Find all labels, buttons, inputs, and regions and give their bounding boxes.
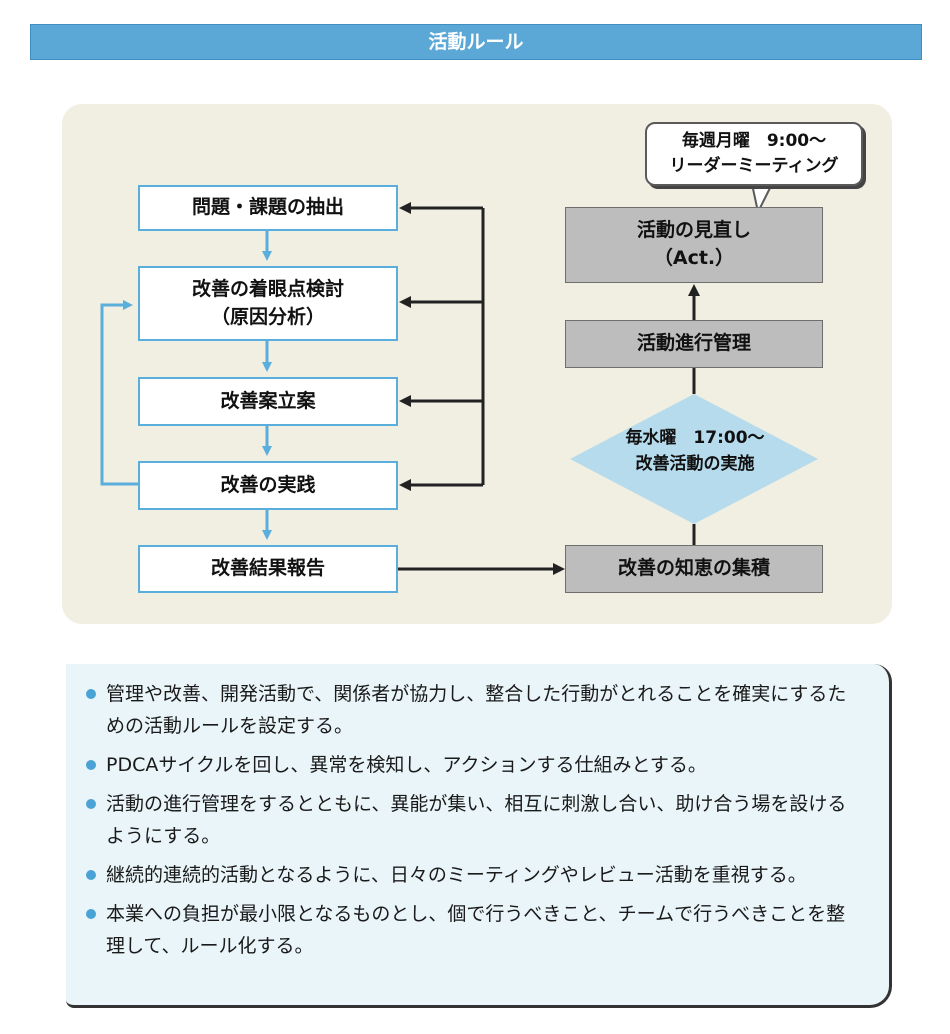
flow-box-line: （Act.） bbox=[653, 247, 735, 269]
flow-box-activity-review: 活動の見直し （Act.） bbox=[565, 207, 823, 283]
flow-box-implementation: 改善の実践 bbox=[138, 461, 398, 510]
notes-panel: 管理や改善、開発活動で、関係者が協力し、整合した行動がとれることを確実にするため… bbox=[66, 664, 892, 1008]
flow-box-line: 改善の実践 bbox=[220, 473, 316, 496]
note-item: 管理や改善、開発活動で、関係者が協力し、整合した行動がとれることを確実にするため… bbox=[86, 678, 861, 742]
flow-box-line: （原因分析） bbox=[210, 305, 325, 328]
flow-box-line: 改善の着眼点検討 bbox=[191, 277, 344, 300]
note-item: PDCAサイクルを回し、異常を検知し、アクションする仕組みとする。 bbox=[86, 749, 861, 781]
note-item: 活動の進行管理をするとともに、異能が集い、相互に刺激し合い、助け合う場を設けるよ… bbox=[86, 788, 861, 852]
flow-box-line: 改善の知恵の集積 bbox=[617, 557, 770, 580]
note-text: PDCAサイクルを回し、異常を検知し、アクションする仕組みとする。 bbox=[106, 754, 707, 776]
flow-box-knowledge-accumulation: 改善の知恵の集積 bbox=[565, 545, 823, 593]
flow-box-result-report: 改善結果報告 bbox=[138, 545, 398, 593]
flow-box-line: 問題・課題の抽出 bbox=[191, 196, 344, 219]
note-text: 活動の進行管理をするとともに、異能が集い、相互に刺激し合い、助け合う場を設けるよ… bbox=[106, 793, 847, 847]
diamond-label: 毎水曜 17:00〜 改善活動の実施 bbox=[570, 426, 820, 477]
flow-box-improvement-plan: 改善案立案 bbox=[138, 377, 398, 426]
flow-box-progress-management: 活動進行管理 bbox=[565, 320, 823, 368]
callout-line: 毎週月曜 9:00〜 bbox=[681, 130, 827, 151]
bullet-icon bbox=[86, 760, 96, 770]
flow-box-cause-analysis: 改善の着眼点検討 （原因分析） bbox=[138, 266, 398, 341]
flow-box-problem-extraction: 問題・課題の抽出 bbox=[138, 185, 398, 231]
meeting-callout: 毎週月曜 9:00〜 リーダーミーティング bbox=[645, 122, 863, 186]
title-bar: 活動ルール bbox=[30, 24, 922, 60]
flow-box-line: 活動進行管理 bbox=[636, 332, 751, 355]
bullet-icon bbox=[86, 870, 96, 880]
flow-box-line: 活動の見直し bbox=[636, 219, 751, 242]
note-text: 本業への負担が最小限となるものとし、個で行うべきこと、チームで行うべきことを整理… bbox=[106, 903, 846, 957]
note-item: 継続的連続的活動となるように、日々のミーティングやレビュー活動を重視する。 bbox=[86, 859, 861, 891]
bullet-icon bbox=[86, 689, 96, 699]
notes-list: 管理や改善、開発活動で、関係者が協力し、整合した行動がとれることを確実にするため… bbox=[86, 678, 861, 962]
loop-back-line bbox=[100, 300, 138, 486]
diamond-line: 改善活動の実施 bbox=[635, 453, 755, 474]
diamond-line: 毎水曜 17:00〜 bbox=[625, 428, 765, 448]
note-text: 継続的連続的活動となるように、日々のミーティングやレビュー活動を重視する。 bbox=[106, 864, 807, 886]
flow-box-line: 改善案立案 bbox=[220, 389, 316, 412]
note-text: 管理や改善、開発活動で、関係者が協力し、整合した行動がとれることを確実にするため… bbox=[106, 683, 847, 737]
flow-box-line: 改善結果報告 bbox=[210, 557, 325, 580]
callout-line: リーダーミーティング bbox=[669, 156, 839, 176]
diamond-shape bbox=[570, 394, 818, 524]
note-item: 本業への負担が最小限となるものとし、個で行うべきこと、チームで行うべきことを整理… bbox=[86, 898, 861, 962]
bullet-icon bbox=[86, 799, 96, 809]
page-title: 活動ルール bbox=[428, 31, 524, 53]
bullet-icon bbox=[86, 909, 96, 919]
